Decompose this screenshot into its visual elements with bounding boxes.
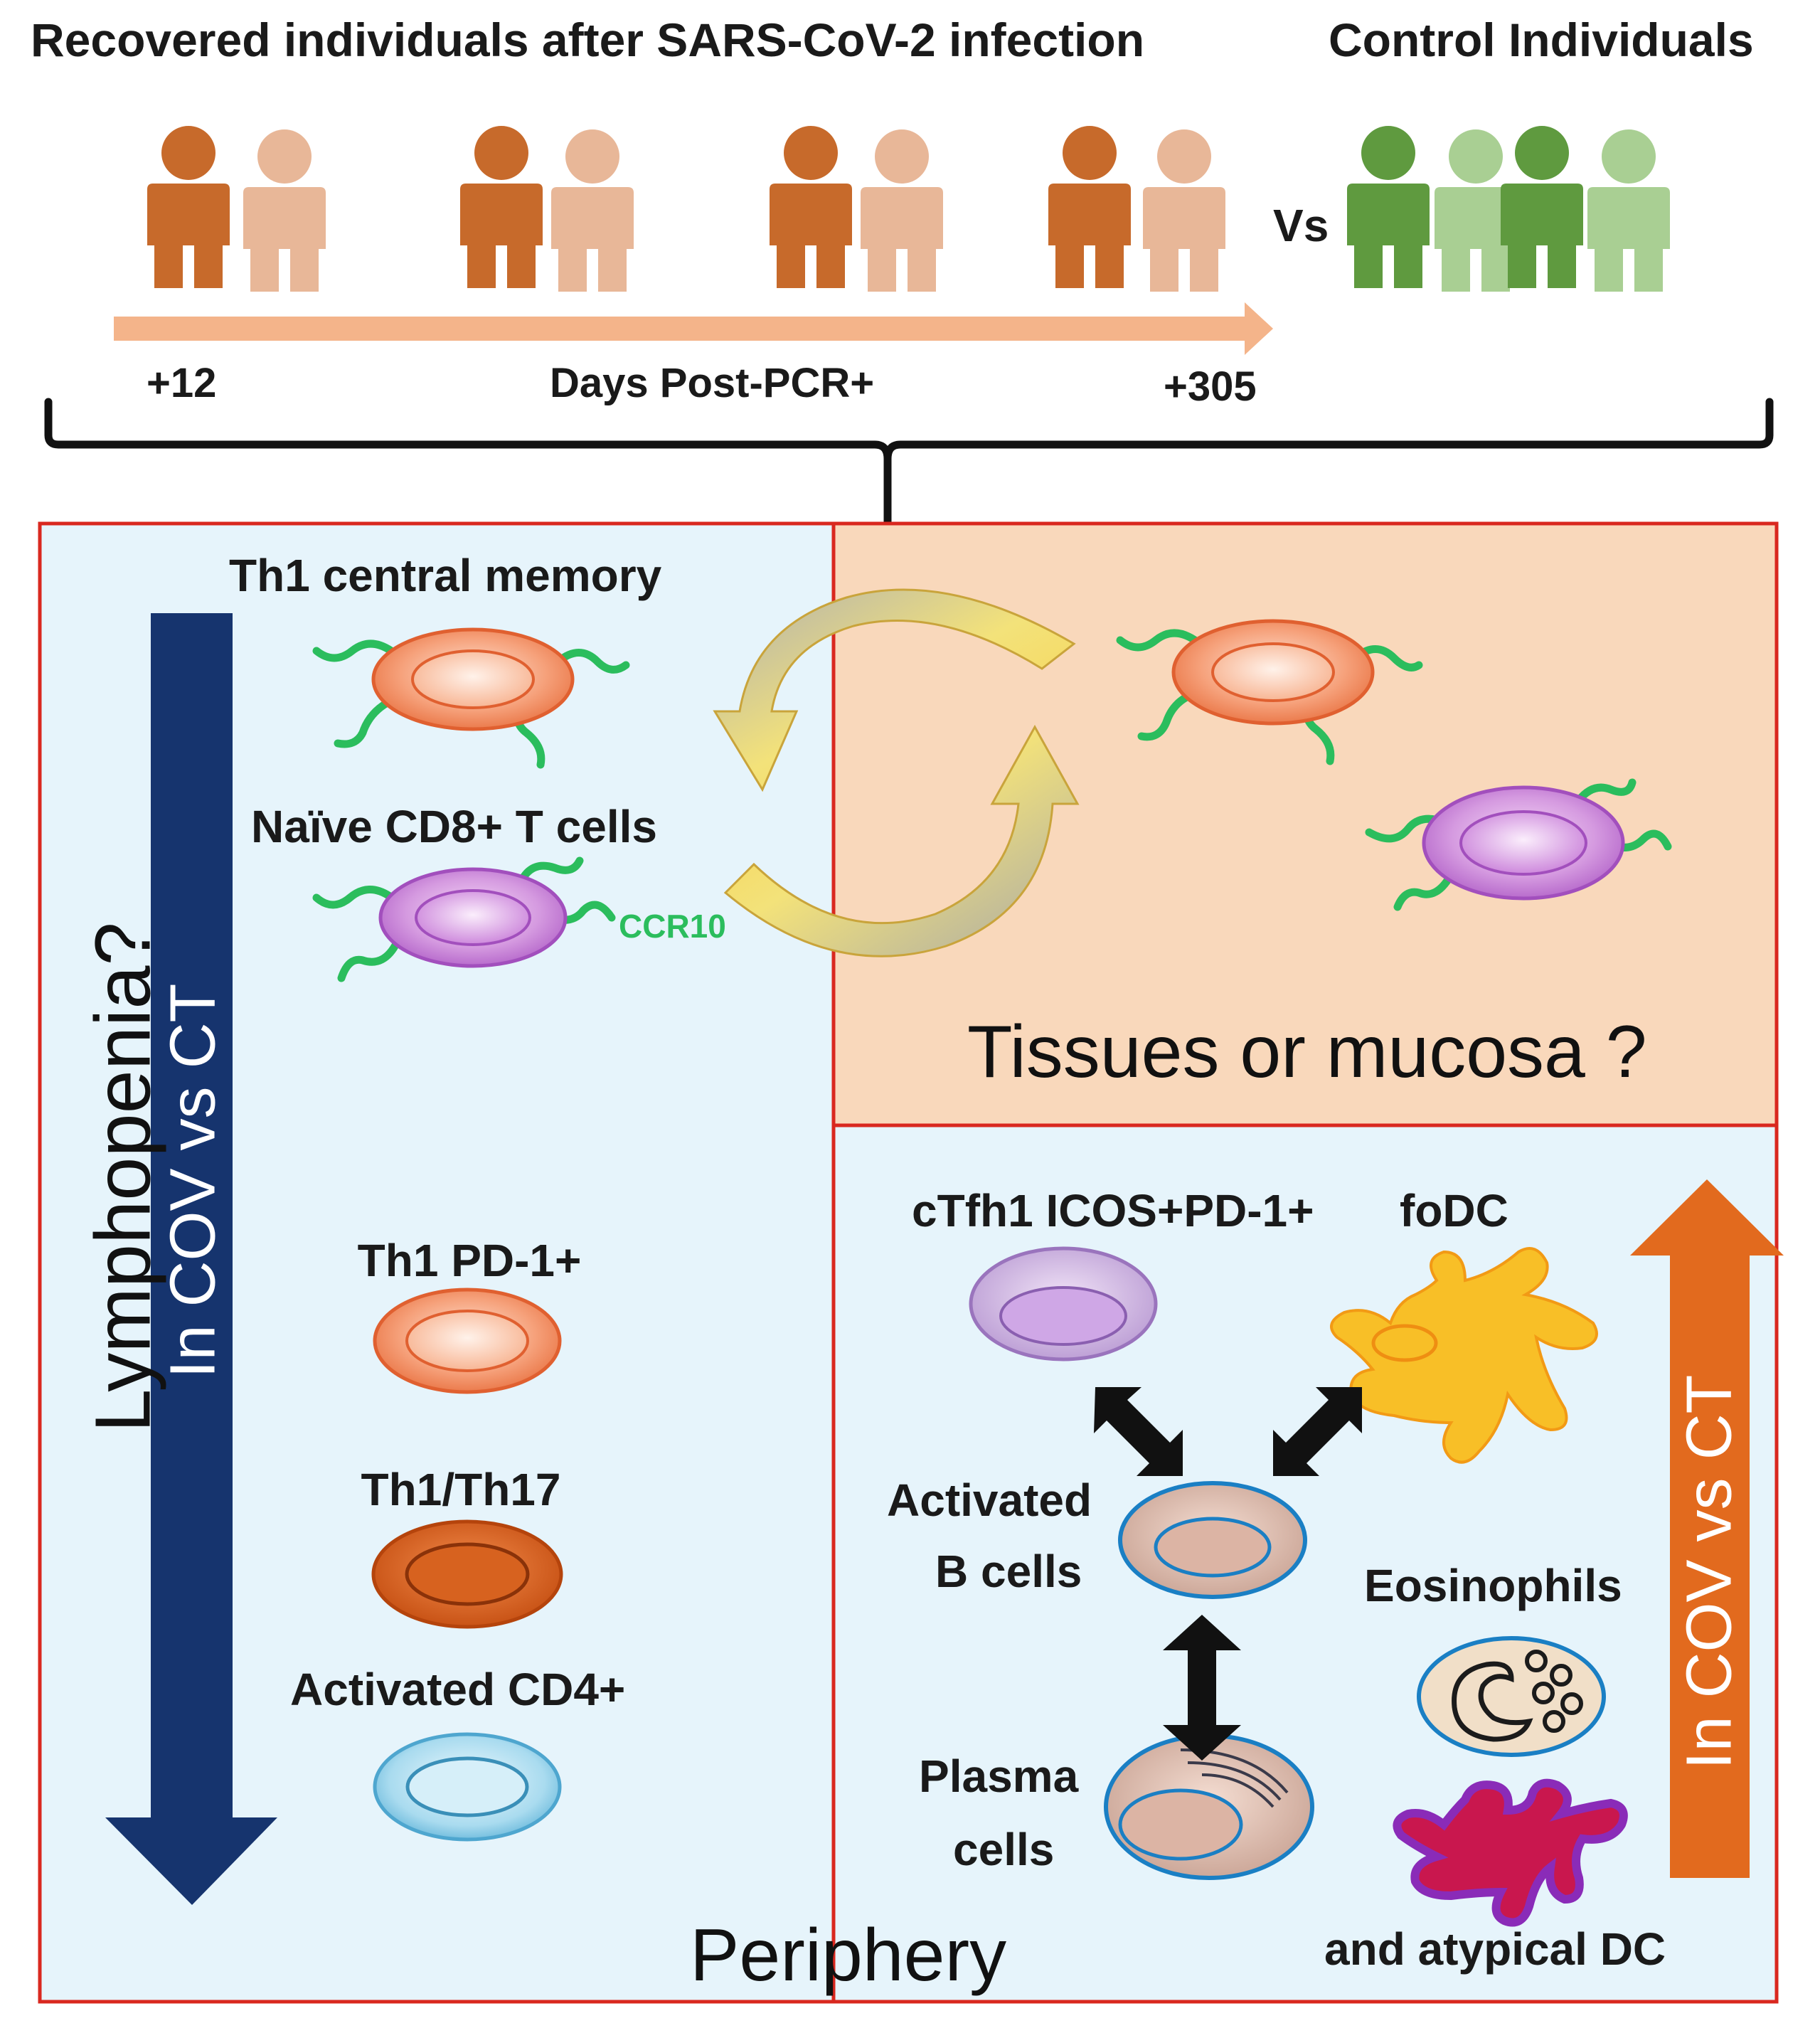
activated-b-label-line1: Activated [887,1475,1092,1526]
circulation-arrows [713,588,1080,957]
timeline-start-label: +12 [147,360,217,406]
fodc-label: foDC [1400,1185,1508,1236]
recovered-people-group [147,126,1225,292]
activated-b-cell [1118,1481,1307,1599]
atypical-dc-cell [1393,1778,1628,1927]
th1-central-memory-label: Th1 central memory [229,550,662,601]
down-arrow-label: In COV vs CT [157,983,229,1379]
control-title: Control Individuals [1329,14,1754,66]
activated-b-label-line2: B cells [935,1546,1082,1597]
ctfh1-label: cTfh1 ICOS+PD-1+ [912,1185,1314,1236]
th1-pd1-label: Th1 PD-1+ [357,1235,582,1286]
eosinophil-cell [1417,1636,1606,1757]
naive-cd8-label: Naïve CD8+ T cells [251,801,657,852]
ccr10-label: CCR10 [619,908,726,945]
up-arrow-label: In COV vs CT [1673,1374,1745,1770]
control-people-group [1347,126,1670,292]
bracket [44,398,1774,529]
timeline-end-label: +305 [1164,363,1257,410]
tissue-cd8-cell [1365,778,1672,911]
timeline-arrow [114,302,1273,355]
periphery-label: Periphery [690,1914,1007,1997]
th1-th17-label: Th1/Th17 [361,1464,561,1515]
tissue-th1-cell [1116,619,1423,765]
vs-label: Vs [1273,200,1329,251]
plasma-cell [1104,1734,1314,1880]
recovered-title: Recovered individuals after SARS-CoV-2 i… [31,14,1145,66]
activated-cd4-label: Activated CD4+ [290,1664,626,1715]
th1-central-memory-cell [312,627,630,769]
down-arrow [105,613,277,1905]
atypical-dc-label: and atypical DC [1324,1923,1666,1975]
up-arrow [1630,1179,1784,1878]
tissue-label: Tissues or mucosa ? [967,1011,1647,1093]
lymphopenia-label: Lymphopenia? [79,922,167,1433]
th1-th17-cell [371,1519,563,1629]
timeline-axis-label: Days Post-PCR+ [550,360,875,406]
fodc-cell [1330,1247,1598,1464]
th1-pd1-cell [373,1288,562,1394]
plasma-label-line1: Plasma [919,1751,1079,1802]
naive-cd8-cell [312,856,616,982]
activated-cd4-cell [373,1732,562,1842]
eosinophils-label: Eosinophils [1364,1560,1622,1611]
ctfh1-cell [969,1246,1158,1361]
plasma-label-line2: cells [953,1824,1055,1875]
double-arrows [1094,1387,1362,1761]
